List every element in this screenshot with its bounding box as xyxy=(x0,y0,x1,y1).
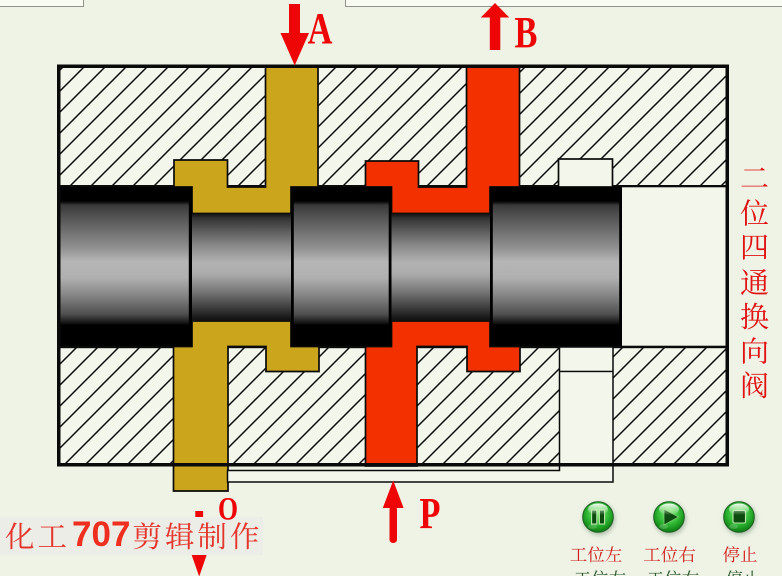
arrow-a-down-icon xyxy=(280,4,309,66)
top-right-frame-box xyxy=(344,0,782,7)
spool-land-right xyxy=(490,187,622,346)
stop-label-shadow: 停止 xyxy=(726,570,761,576)
stop-button-label: 停止 xyxy=(722,542,758,567)
port-o-passage xyxy=(172,320,320,492)
stop-button[interactable] xyxy=(723,500,755,533)
position-left-label-shadow: 工位左 xyxy=(574,570,627,576)
btn2-svg xyxy=(652,500,685,533)
watermark-prefix: 化工 xyxy=(5,513,71,556)
spool-neck-right xyxy=(391,213,490,322)
position-right-button[interactable] xyxy=(652,500,685,533)
position-left-button[interactable] xyxy=(581,500,614,533)
watermark-suffix: 剪辑制作 xyxy=(132,513,263,556)
diagram-title: 二位四通换向阀 xyxy=(734,163,775,405)
position-right-button-label: 工位右 xyxy=(643,542,696,567)
drain-top-notch xyxy=(557,158,614,188)
spool-land-middle xyxy=(291,187,392,346)
valve-spool xyxy=(60,187,622,346)
port-p-passage xyxy=(364,320,521,467)
watermark-number: 707 xyxy=(72,515,131,554)
port-p-label: P xyxy=(419,489,441,538)
drain-channel xyxy=(226,346,614,483)
position-right-label-shadow: 工位右 xyxy=(647,570,700,576)
top-left-frame-box xyxy=(0,0,84,7)
spool-neck-left xyxy=(192,213,291,322)
valve-body-border xyxy=(57,64,729,467)
port-a-label: A xyxy=(307,4,332,53)
btn1-svg xyxy=(581,500,614,533)
position-left-button-label: 工位左 xyxy=(569,542,623,567)
btn3-svg xyxy=(723,500,755,533)
port-o-label: O xyxy=(217,491,238,528)
port-b-label: B xyxy=(514,8,537,57)
spool-land-left xyxy=(60,187,192,346)
arrow-p-up-icon xyxy=(382,480,404,543)
arrow-b-up-icon xyxy=(480,3,510,50)
